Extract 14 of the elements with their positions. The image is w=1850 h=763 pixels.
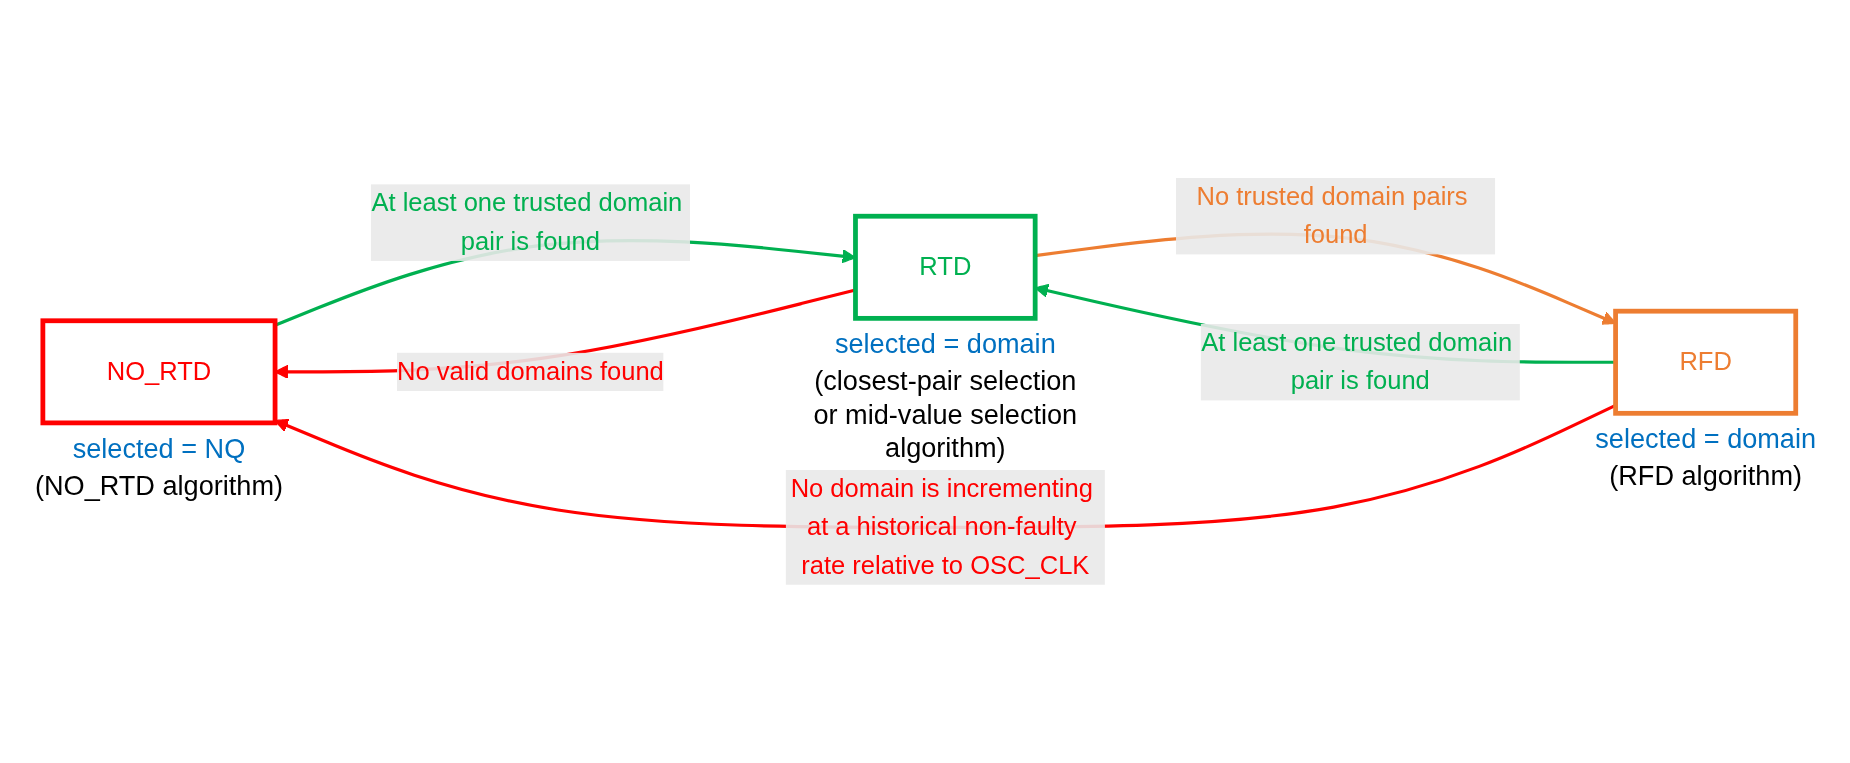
state-note: (NO_RTD algorithm) — [34, 469, 283, 501]
state-note: selected = domain — [834, 328, 1056, 360]
state-note: (RFD algorithm) — [1608, 460, 1802, 492]
node-box: NO_RTD — [39, 318, 277, 426]
edge-label: No trusted domain pairs found — [1196, 182, 1468, 249]
state-note: selected = NQ — [72, 433, 245, 465]
edge-label: At least one trusted domain pair is found — [1200, 328, 1512, 395]
node-box: RFD — [1612, 308, 1798, 416]
edge-label: At least one trusted domain pair is found — [370, 189, 682, 255]
state-note: selected = domain — [1594, 423, 1816, 455]
node-box: RTD — [852, 213, 1038, 321]
edge-label: No domain is incrementing at a historical non-faulty rate relative to OSC_CLK — [790, 474, 1093, 579]
state-note: (closest-pair selection or mid-value selection algorithm) — [813, 365, 1077, 464]
edge-label: No valid domains found — [396, 357, 664, 385]
